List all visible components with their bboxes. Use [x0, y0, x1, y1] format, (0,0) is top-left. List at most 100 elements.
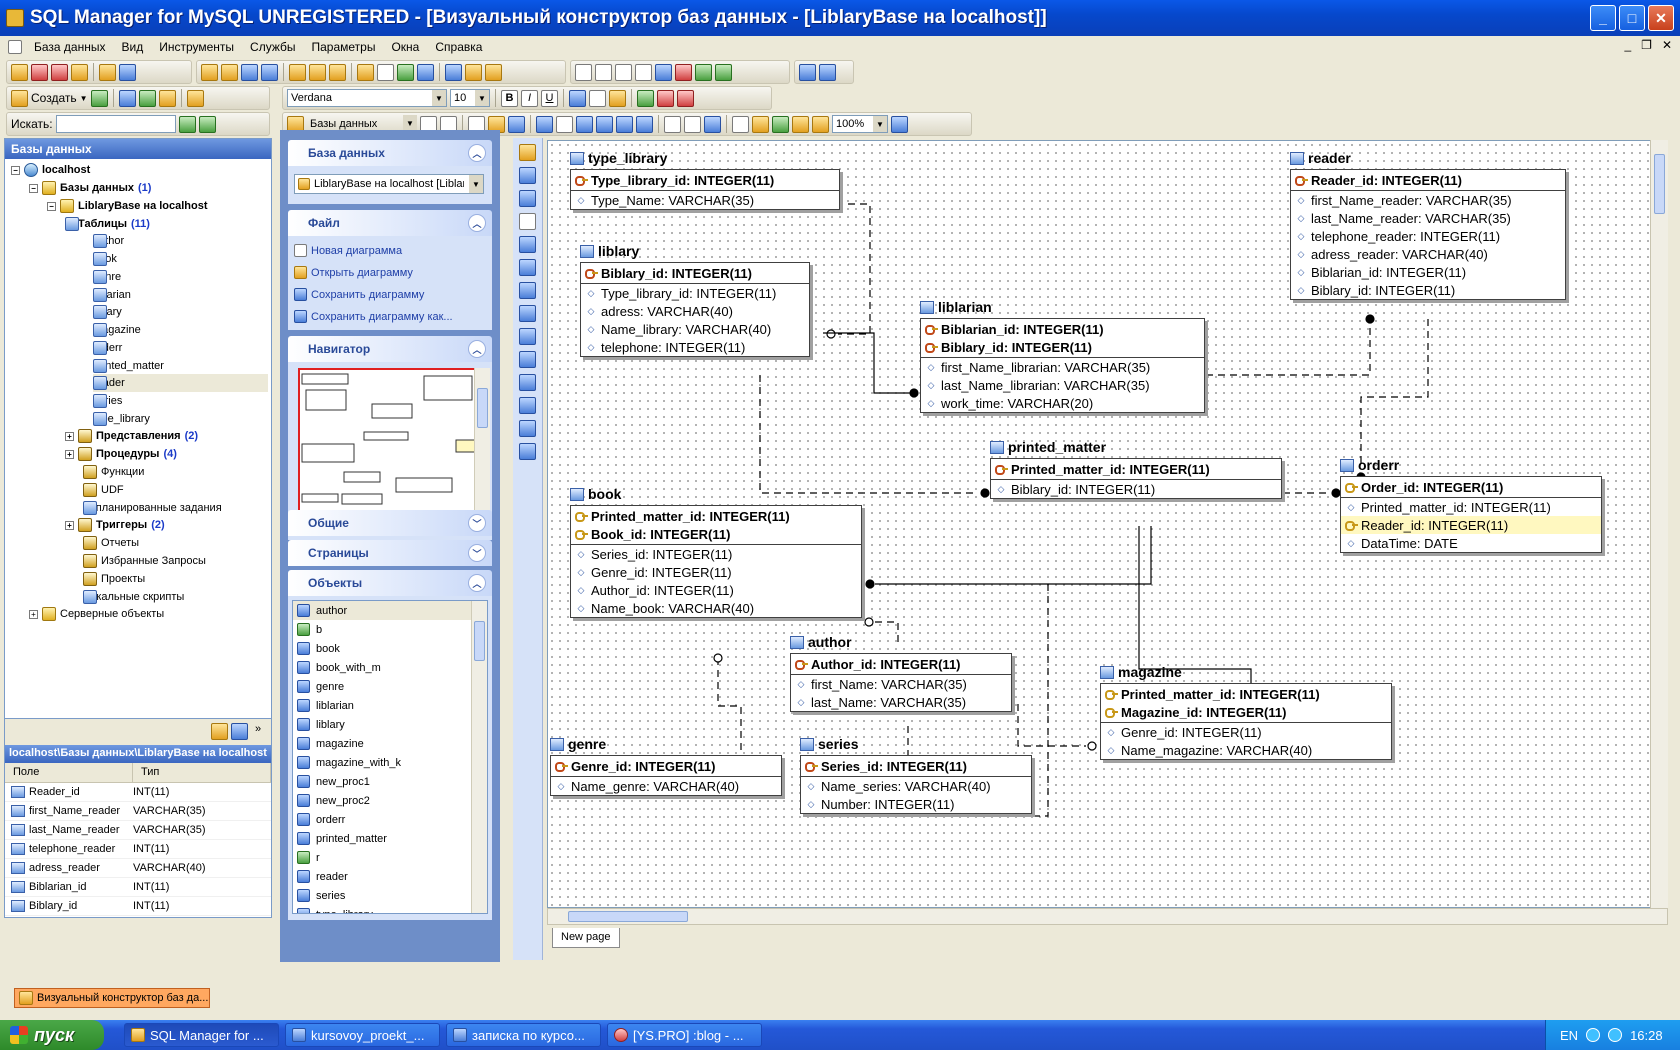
database-combo[interactable]: Базы данных▼ — [307, 115, 417, 133]
register-db-icon[interactable] — [11, 63, 28, 81]
col-type-header[interactable]: Тип — [133, 763, 271, 782]
collapse-chevron-icon[interactable]: ︿ — [468, 214, 486, 232]
create-button[interactable]: Создать — [31, 91, 77, 105]
zoom-out-icon[interactable] — [596, 115, 613, 133]
search-prev-icon[interactable] — [178, 115, 196, 133]
underline-button[interactable]: U — [541, 89, 558, 107]
group-pages[interactable]: Страницы﹀ — [288, 540, 492, 566]
entity-reader[interactable]: reader Reader_id: INTEGER(11) ◇first_Nam… — [1290, 147, 1566, 300]
list-item[interactable]: new_proc2 — [293, 791, 487, 810]
fill-color-icon[interactable] — [609, 89, 626, 107]
disconnect-icon[interactable] — [119, 63, 136, 81]
tree-table-reader[interactable]: reader — [93, 374, 268, 392]
tree-scheduled[interactable]: Запланированные задания — [83, 501, 222, 515]
same-height-icon[interactable] — [519, 397, 536, 414]
tree-favorites[interactable]: Избранные Запросы — [83, 552, 206, 570]
entity-book[interactable]: book Printed_matter_id: INTEGER(11) Book… — [570, 483, 862, 618]
tree-views[interactable]: +Представления(2) — [65, 427, 198, 445]
delete-object-icon[interactable] — [118, 89, 136, 107]
tree-projects[interactable]: Проекты — [83, 570, 145, 588]
list-item[interactable]: magazine_with_k — [293, 753, 487, 772]
field[interactable]: ◇work_time: VARCHAR(20) — [921, 394, 1204, 412]
pk-field[interactable]: Magazine_id: INTEGER(11) — [1101, 703, 1391, 721]
list-item[interactable]: orderr — [293, 810, 487, 829]
note-tool-icon[interactable] — [519, 213, 536, 230]
field-selected[interactable]: Reader_id: INTEGER(11) — [1341, 516, 1601, 534]
pk-field[interactable]: Series_id: INTEGER(11) — [801, 757, 1031, 775]
list-item[interactable]: magazine — [293, 734, 487, 753]
tree-server-objects[interactable]: +Серверные объекты — [29, 605, 164, 623]
zoom-in-icon[interactable] — [576, 115, 593, 133]
navigator-scrollbar[interactable] — [474, 368, 490, 518]
import-icon[interactable] — [377, 63, 394, 81]
extract-icon[interactable] — [465, 63, 482, 81]
tile-horizontal-icon[interactable] — [595, 63, 612, 81]
list-item[interactable]: printed_matter — [293, 829, 487, 848]
filter-icon[interactable] — [158, 89, 176, 107]
create-icon[interactable] — [11, 89, 28, 107]
pointer-tool-icon[interactable] — [519, 144, 536, 161]
mdi-close-icon[interactable]: ✕ — [1661, 38, 1672, 52]
task-sql-manager[interactable]: SQL Manager for ... — [124, 1023, 279, 1047]
field[interactable]: ◇Name_book: VARCHAR(40) — [571, 599, 861, 617]
canvas-horizontal-scrollbar[interactable] — [547, 908, 1668, 925]
font-size-combo[interactable]: 10▼ — [450, 89, 490, 107]
entity-magazine[interactable]: magazine Printed_matter_id: INTEGER(11) … — [1100, 661, 1392, 760]
field[interactable]: ◇Type_Name: VARCHAR(35) — [571, 191, 839, 209]
page-setup-icon[interactable] — [556, 115, 573, 133]
start-button[interactable]: пуск — [0, 1020, 104, 1050]
view-mode-icon[interactable] — [186, 89, 204, 107]
pk-field[interactable]: Biblary_id: INTEGER(11) — [581, 264, 809, 282]
collapse-chevron-icon[interactable]: ︿ — [468, 574, 486, 592]
table-tool-icon[interactable] — [519, 167, 536, 184]
list-item[interactable]: new_proc1 — [293, 772, 487, 791]
mdi-window-tab[interactable]: Визуальный конструктор баз да... — [14, 988, 210, 1008]
export-image-icon[interactable] — [704, 115, 721, 133]
tree-host[interactable]: −localhost — [11, 161, 90, 179]
tree-table-liblarian[interactable]: liblarian — [93, 288, 131, 302]
menu-options[interactable]: Параметры — [311, 40, 376, 54]
chart-icon[interactable] — [241, 63, 258, 81]
list-item[interactable]: b — [293, 620, 487, 639]
close-all-icon[interactable] — [675, 63, 692, 81]
field[interactable]: ◇Biblarian_id: INTEGER(11) — [1291, 263, 1565, 281]
field[interactable]: ◇Genre_id: INTEGER(11) — [571, 563, 861, 581]
zoom-fit-icon[interactable] — [616, 115, 633, 133]
expand-chevron-icon[interactable]: ﹀ — [468, 514, 486, 532]
edit-object-icon[interactable] — [138, 89, 156, 107]
field[interactable]: ◇adress: VARCHAR(40) — [581, 302, 809, 320]
canvas-vertical-scrollbar[interactable] — [1650, 140, 1668, 908]
add-relation-icon[interactable] — [657, 89, 674, 107]
field[interactable]: ◇adress_reader: VARCHAR(40) — [1291, 245, 1565, 263]
hand-icon[interactable] — [812, 115, 829, 133]
close-button[interactable]: ✕ — [1648, 5, 1674, 31]
new-diagram-link[interactable]: Новая диаграмма — [294, 244, 402, 257]
diagram-canvas[interactable]: type_library Type_library_id: INTEGER(11… — [547, 140, 1668, 908]
pk-field[interactable]: Reader_id: INTEGER(11) — [1291, 171, 1565, 189]
tree-reports[interactable]: Отчеты — [83, 534, 139, 552]
generate-sql-icon[interactable] — [772, 115, 789, 133]
list-item[interactable]: liblarian — [293, 696, 487, 715]
menu-windows[interactable]: Окна — [391, 40, 420, 54]
field[interactable]: ◇Printed_matter_id: INTEGER(11) — [1341, 498, 1601, 516]
script-icon[interactable] — [289, 63, 306, 81]
list-item[interactable]: r — [293, 848, 487, 867]
bold-button[interactable]: B — [501, 89, 518, 107]
list-item[interactable]: book_with_m — [293, 658, 487, 677]
tree-database-liblarybase[interactable]: −LiblaryBase на localhost — [47, 197, 208, 215]
field[interactable]: ◇telephone: INTEGER(11) — [581, 338, 809, 356]
field[interactable]: ◇last_Name_reader: VARCHAR(35) — [1291, 209, 1565, 227]
sql-editor-icon[interactable] — [201, 63, 218, 81]
printer-icon[interactable] — [684, 115, 701, 133]
tree-table-liblary[interactable]: liblary — [93, 305, 122, 319]
font-name-combo[interactable]: Verdana▼ — [287, 89, 447, 107]
field[interactable]: ◇Name_series: VARCHAR(40) — [801, 777, 1031, 795]
entity-printed-matter[interactable]: printed_matter Printed_matter_id: INTEGE… — [990, 436, 1282, 499]
minimize-button[interactable]: _ — [1590, 5, 1616, 31]
field[interactable]: ◇Type_library_id: INTEGER(11) — [581, 284, 809, 302]
entity-series[interactable]: series Series_id: INTEGER(11) ◇Name_seri… — [800, 733, 1032, 814]
field[interactable]: ◇Name_magazine: VARCHAR(40) — [1101, 741, 1391, 759]
panel-view-icon[interactable] — [231, 723, 248, 740]
